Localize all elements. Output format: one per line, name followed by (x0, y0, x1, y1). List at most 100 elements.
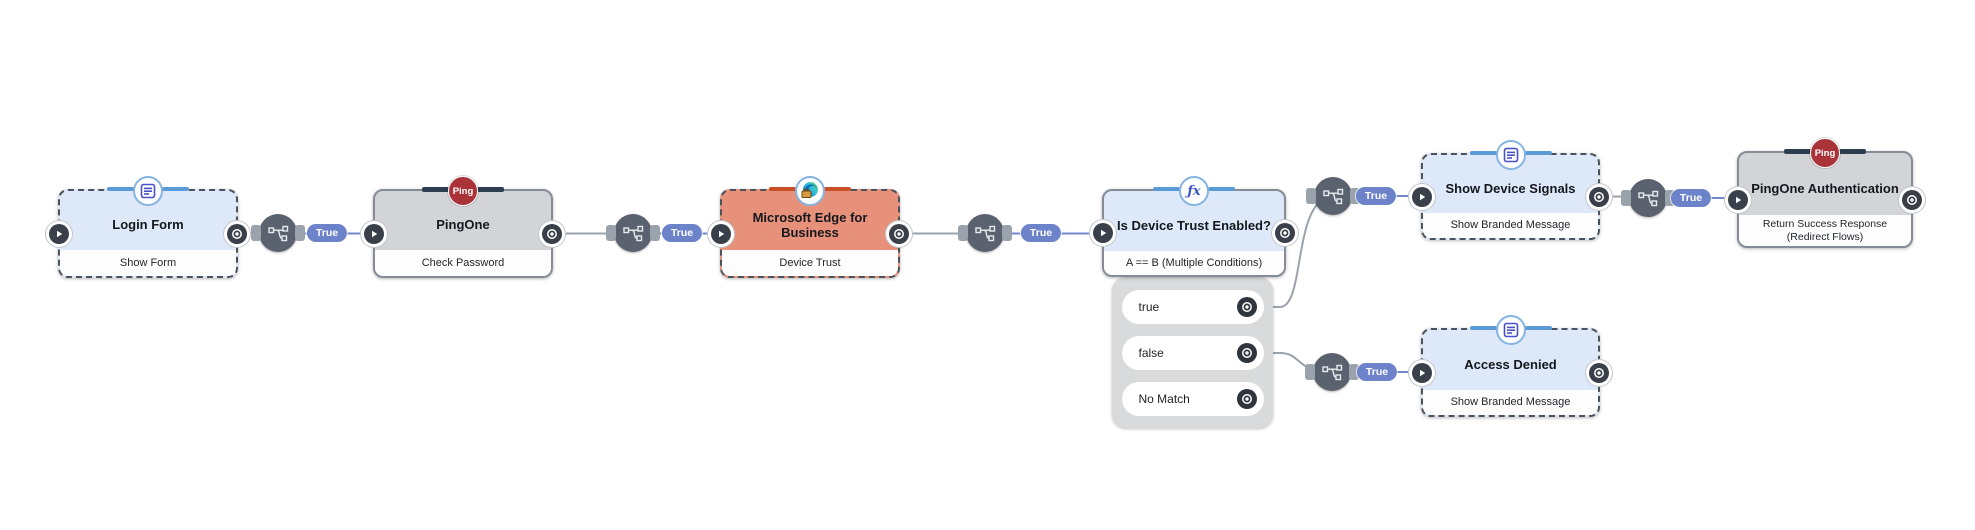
node-subtitle: Show Branded Message (1423, 213, 1598, 238)
node-title: Access Denied (1464, 356, 1557, 372)
input-port[interactable] (708, 220, 734, 247)
ping-icon: Ping (448, 176, 478, 206)
connector-tab (606, 225, 616, 241)
form-icon (1495, 140, 1526, 170)
output-port[interactable] (1899, 186, 1925, 213)
target-icon (894, 228, 904, 239)
node-accent-bar (769, 187, 796, 191)
node-accent-bar (824, 187, 851, 191)
node-accent-bar (1839, 149, 1866, 154)
output-option-true[interactable]: true (1121, 290, 1264, 324)
play-icon (719, 230, 725, 237)
node-microsoft-edge-for-business[interactable]: Microsoft Edge for Business Device Trust (708, 176, 912, 278)
node-accent-bar (1784, 149, 1811, 154)
play-icon (1101, 229, 1107, 237)
node-pingone-authentication[interactable]: Ping PingOne Authentication Return Succe… (1725, 138, 1925, 248)
node-accent-bar (422, 187, 449, 192)
input-port[interactable] (1090, 220, 1116, 246)
ping-icon: Ping (1810, 138, 1840, 168)
node-subtitle: Show Form (60, 250, 236, 276)
form-icon (133, 176, 163, 206)
connector-tab (1621, 190, 1631, 206)
node-title: PingOne Authentication (1751, 180, 1899, 196)
node-subtitle: A == B (Multiple Conditions) (1104, 251, 1284, 275)
output-port[interactable] (539, 220, 565, 247)
connector-tab (650, 225, 660, 241)
edge-label-true[interactable]: True (306, 224, 348, 242)
branch-icon (1321, 364, 1342, 380)
edge-label-true[interactable]: True (1670, 189, 1712, 207)
branch-icon (1322, 188, 1343, 204)
connector-tab (295, 225, 305, 241)
input-port[interactable] (1725, 186, 1751, 213)
output-option-label: No Match (1138, 392, 1190, 406)
link-connector[interactable] (1305, 353, 1359, 391)
output-port[interactable] (1236, 297, 1257, 317)
connector-tab (1349, 364, 1359, 380)
play-icon (1420, 193, 1426, 200)
ping-icon-label: Ping (452, 185, 474, 197)
branch-icon (974, 225, 995, 241)
node-accent-bar (1153, 187, 1180, 191)
output-option-no-match[interactable]: No Match (1121, 382, 1264, 416)
node-accent-bar (477, 187, 504, 192)
fx-icon-label: ƒx (1187, 183, 1201, 199)
edge-label-true[interactable]: True (1020, 224, 1062, 242)
node-accent-bar (1469, 326, 1497, 330)
target-icon (1241, 348, 1252, 358)
connector-tab (958, 225, 968, 241)
output-port[interactable] (1236, 389, 1257, 409)
node-is-device-trust-enabled[interactable]: ƒx Is Device Trust Enabled? A == B (Mult… (1090, 176, 1298, 277)
link-connector[interactable] (958, 214, 1012, 252)
target-icon (1280, 228, 1290, 238)
node-show-device-signals[interactable]: Show Device Signals Show Branded Message (1409, 140, 1612, 240)
input-port[interactable] (361, 220, 387, 247)
link-connector[interactable] (1621, 179, 1675, 217)
node-accent-bar (1208, 187, 1235, 191)
node-subtitle: Device Trust (722, 250, 898, 276)
node-login-form[interactable]: Login Form Show Form (46, 176, 250, 278)
target-icon (1594, 367, 1604, 378)
target-icon (232, 228, 242, 239)
target-icon (547, 228, 557, 239)
output-port[interactable] (886, 220, 912, 247)
output-port[interactable] (1586, 359, 1612, 386)
node-access-denied[interactable]: Access Denied Show Branded Message (1409, 315, 1612, 417)
output-port[interactable] (224, 220, 250, 247)
target-icon (1907, 194, 1917, 205)
edge-label-true[interactable]: True (661, 224, 703, 242)
connector-tab (251, 225, 261, 241)
node-subtitle: Return Success Response (Redirect Flows) (1739, 215, 1911, 246)
node-pingone[interactable]: Ping PingOne Check Password (361, 176, 565, 278)
node-title: Show Device Signals (1445, 180, 1576, 196)
edge-label-true[interactable]: True (1355, 187, 1397, 205)
branch-icon (622, 225, 643, 241)
condition-outputs-panel: true false No Match (1112, 277, 1273, 428)
output-port[interactable] (1586, 183, 1612, 210)
node-accent-bar (1469, 151, 1497, 155)
output-option-label: true (1138, 300, 1160, 314)
edge-label-true[interactable]: True (1356, 363, 1398, 381)
ping-icon-label: Ping (1814, 147, 1836, 159)
input-port[interactable] (1409, 183, 1435, 210)
node-title: Microsoft Edge for Business (752, 209, 868, 240)
fx-function-icon: ƒx (1179, 176, 1209, 206)
form-icon (1495, 315, 1526, 345)
input-port[interactable] (1409, 359, 1435, 386)
connector-tab (1002, 225, 1012, 241)
link-connector[interactable] (1306, 177, 1360, 215)
node-title: Is Device Trust Enabled? (1117, 217, 1271, 233)
link-connector[interactable] (606, 214, 660, 252)
node-title: Login Form (112, 217, 184, 233)
connector-tab (1665, 190, 1675, 206)
output-port[interactable] (1236, 343, 1257, 363)
connector-tab (1350, 188, 1360, 204)
edge-browser-icon (795, 176, 825, 206)
input-port[interactable] (46, 220, 72, 247)
output-option-false[interactable]: false (1121, 336, 1264, 370)
link-connector[interactable] (251, 214, 305, 252)
output-port[interactable] (1272, 220, 1298, 246)
node-accent-bar (107, 187, 134, 191)
